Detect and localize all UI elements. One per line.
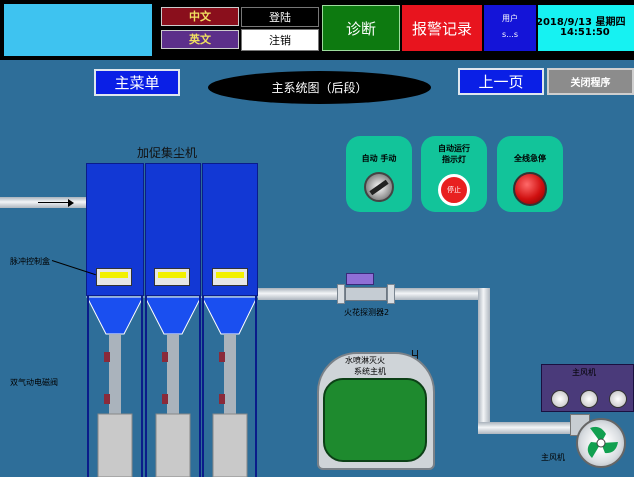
emergency-stop-label: 全线急停: [514, 154, 546, 163]
close-program-button[interactable]: 关闭程序: [547, 68, 634, 95]
time-text: 14:51:50: [560, 27, 610, 38]
pulse-controller-label: 脉冲控制盒: [10, 257, 50, 266]
fire-detector-flange-left: [337, 284, 345, 304]
fire-detector-sensor: [346, 273, 374, 285]
fire-detector-flange-right: [387, 284, 395, 304]
pneumatic-valve-label: 双气动电磁阀: [10, 378, 58, 387]
pulse-controller-2: [154, 268, 190, 286]
outlet-pipe-vertical: [478, 288, 490, 434]
auto-manual-switch-panel[interactable]: 自动 手动: [346, 136, 412, 212]
fire-detector-body: [345, 287, 387, 301]
clock-box: 2018/9/13 星期四 14:51:50: [538, 5, 634, 51]
stop-label: 停止: [447, 186, 461, 194]
fan-reset-button[interactable]: [609, 390, 627, 408]
fan-stop-button[interactable]: [580, 390, 598, 408]
flow-arrow-icon: [38, 202, 70, 203]
user-box[interactable]: 用户 s...s: [484, 5, 536, 51]
fire-system-label-2: 系统主机: [354, 367, 386, 376]
diagnose-button[interactable]: 诊断: [322, 5, 400, 51]
alarm-record-button[interactable]: 报警记录: [402, 5, 482, 51]
emergency-stop-button[interactable]: [513, 172, 547, 206]
auto-run-label-2: 指示灯: [442, 155, 466, 164]
fan-label: 主风机: [541, 453, 565, 462]
auto-run-label-1: 自动运行: [438, 144, 470, 153]
fan-control-panel[interactable]: 主风机: [541, 364, 634, 412]
user-label: 用户: [502, 14, 518, 23]
prev-page-button[interactable]: 上一页: [458, 68, 544, 95]
flow-arrow-head-icon: [68, 199, 74, 207]
auto-run-indicator-panel: 自动运行 指示灯 停止: [421, 136, 487, 212]
fan-icon: [576, 418, 626, 468]
auto-manual-label: 自动 手动: [361, 154, 397, 163]
fire-detector-label: 火花探测器2: [344, 308, 390, 317]
user-name: s...s: [502, 30, 518, 39]
main-menu-button[interactable]: 主菜单: [94, 69, 180, 96]
logout-button[interactable]: 注销: [241, 29, 319, 51]
collector-hoppers: [86, 296, 258, 477]
stop-indicator-light: 停止: [438, 174, 470, 206]
fan-inlet-pipe: [478, 422, 578, 434]
lang-english-button[interactable]: 英文: [161, 30, 239, 49]
fire-system-label-1: 水喷淋灭火: [345, 356, 385, 365]
date-text: 2018/9/13 星期四: [538, 17, 626, 28]
login-button[interactable]: 登陆: [241, 7, 319, 27]
dust-collector-title: 加促集尘机: [137, 146, 198, 160]
pulse-controller-3: [212, 268, 248, 286]
status-display: [4, 4, 152, 56]
selector-knob-icon[interactable]: [364, 172, 394, 202]
fire-system-window: [323, 378, 427, 462]
page-title: 主系统图（后段）: [208, 71, 431, 104]
fan-start-button[interactable]: [551, 390, 569, 408]
pulse-controller-1: [96, 268, 132, 286]
lang-chinese-button[interactable]: 中文: [161, 7, 239, 26]
emergency-stop-panel[interactable]: 全线急停: [497, 136, 563, 212]
fan-panel-label: 主风机: [572, 368, 596, 377]
